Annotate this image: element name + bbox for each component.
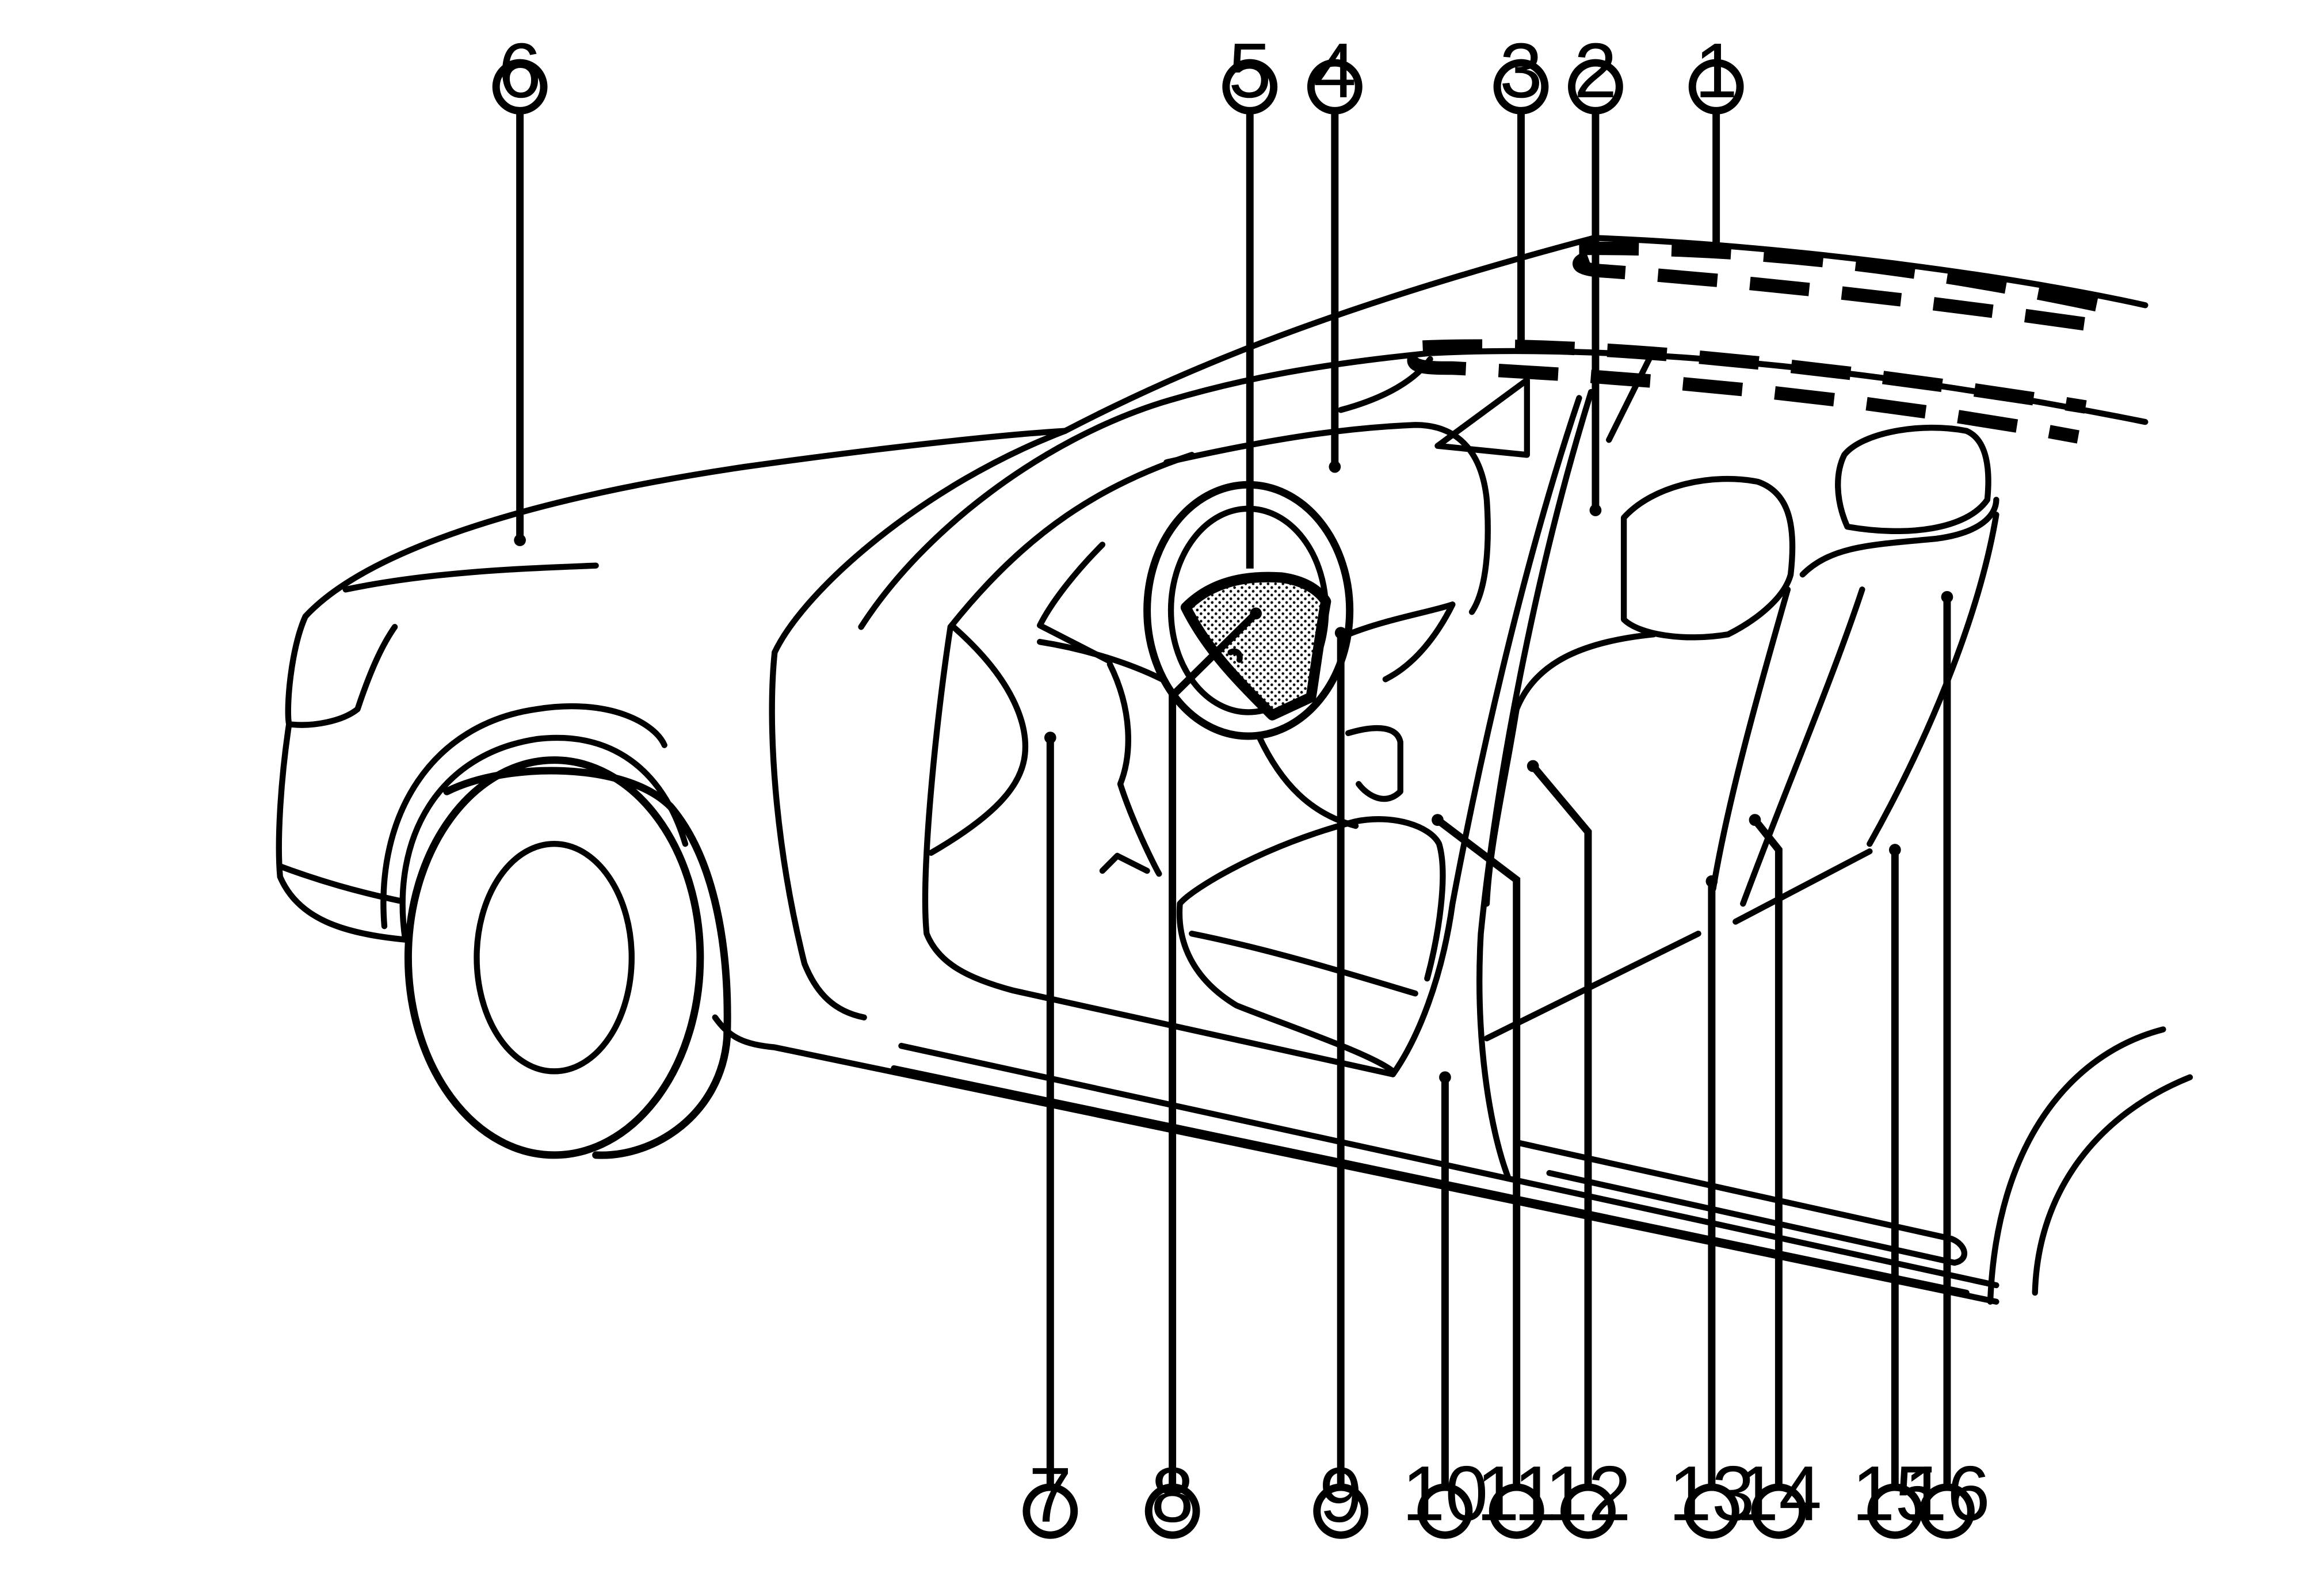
callout-4: 4 (1307, 27, 1363, 115)
leader-lines (514, 109, 1953, 1489)
callout-10: 10 (1402, 1450, 1489, 1539)
callout-12: 12 (1545, 1450, 1631, 1539)
callout-5: 5 (1222, 27, 1278, 115)
callout-label-2: 2 (1574, 27, 1617, 114)
curtain-airbag-lines (1407, 241, 2114, 444)
callout-label-9: 9 (1319, 1452, 1363, 1538)
callout-3: 3 (1493, 27, 1549, 115)
callout-13: 13 (1669, 1450, 1755, 1539)
dashboard (928, 356, 1531, 877)
callout-16: 16 (1904, 1450, 1990, 1539)
callout-label-7: 7 (1029, 1452, 1072, 1538)
callout-1: 1 (1688, 27, 1744, 115)
callout-6: 6 (492, 27, 548, 115)
car-body (276, 235, 2193, 1305)
callout-label-1: 1 (1695, 27, 1738, 114)
callout-14: 14 (1736, 1450, 1822, 1539)
driver-airbag (1180, 572, 1331, 721)
callout-label-3: 3 (1499, 27, 1543, 114)
callout-label-8: 8 (1151, 1452, 1194, 1538)
callout-label-11: 11 (1476, 1450, 1557, 1537)
callout-2: 2 (1568, 27, 1623, 115)
callout-label-12: 12 (1545, 1450, 1631, 1537)
callout-label-4: 4 (1313, 27, 1356, 114)
callout-9: 9 (1313, 1452, 1369, 1539)
callout-label-14: 14 (1736, 1450, 1822, 1537)
callout-label-10: 10 (1402, 1450, 1489, 1537)
callout-label-6: 6 (498, 27, 541, 114)
callout-7: 7 (1022, 1452, 1078, 1539)
callout-label-16: 16 (1904, 1450, 1990, 1537)
front-seat (1176, 475, 1796, 1075)
callout-15: 15 (1852, 1450, 1938, 1539)
callout-11: 11 (1476, 1450, 1557, 1539)
callout-8: 8 (1144, 1452, 1200, 1539)
callout-label-13: 13 (1669, 1450, 1755, 1537)
callout-label-5: 5 (1228, 27, 1272, 114)
rear-seat (1710, 424, 1999, 907)
